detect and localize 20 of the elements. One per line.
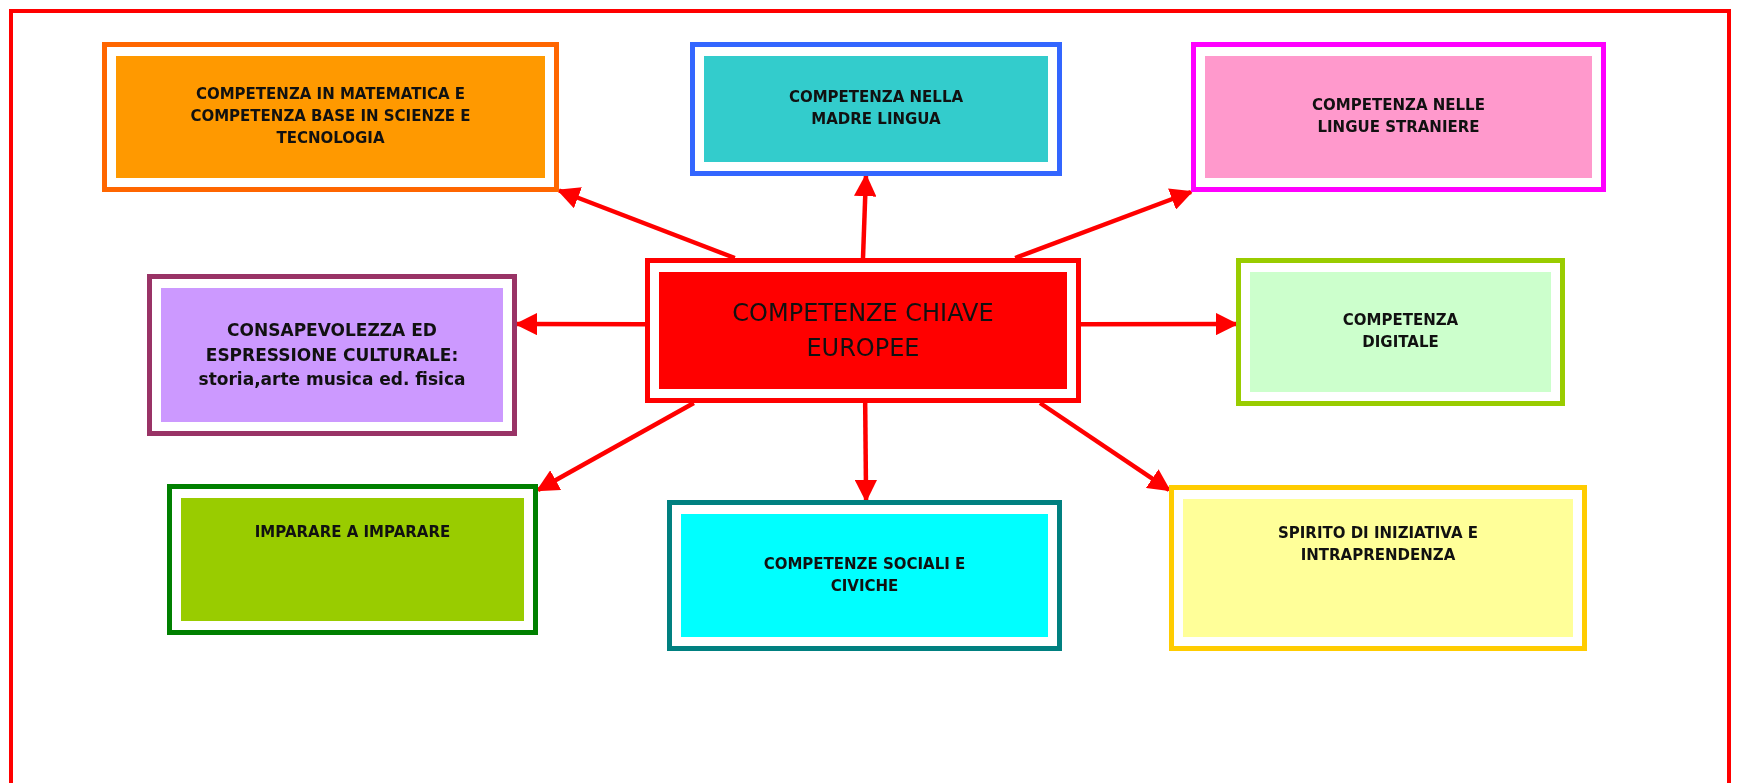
central-concept-box: [645, 258, 1081, 403]
competence-box: [1169, 485, 1587, 651]
arrow: [536, 401, 695, 492]
concept-label: COMPETENZE SOCIALI E CIVICHE: [681, 514, 1048, 637]
competence-box: [1191, 42, 1606, 192]
competence-box: [102, 42, 559, 192]
concept-label: COMPETENZA NELLE LINGUE STRANIERE: [1205, 56, 1592, 178]
concept-label: COMPETENZA NELLA MADRE LINGUA: [704, 56, 1048, 162]
competence-box: [147, 274, 517, 436]
competence-box: [667, 500, 1062, 651]
concept-label: COMPETENZA DIGITALE: [1250, 272, 1551, 392]
arrow: [1038, 401, 1171, 492]
concept-label: SPIRITO DI INIZIATIVA E INTRAPRENDENZA: [1183, 499, 1573, 637]
competence-box: [1236, 258, 1565, 406]
competence-box: [690, 42, 1062, 176]
concept-label: COMPETENZA IN MATEMATICA E COMPETENZA BASE IN SCIENZE E TECNOLOGIA: [116, 56, 545, 178]
concept-label: IMPARARE A IMPARARE: [181, 498, 524, 621]
concept-label: CONSAPEVOLEZZA ED ESPRESSIONE CULTURALE: storia,arte musica ed. fisica: [161, 288, 503, 422]
concept-label: COMPETENZE CHIAVE EUROPEE: [659, 272, 1067, 389]
competence-box: [167, 484, 538, 635]
